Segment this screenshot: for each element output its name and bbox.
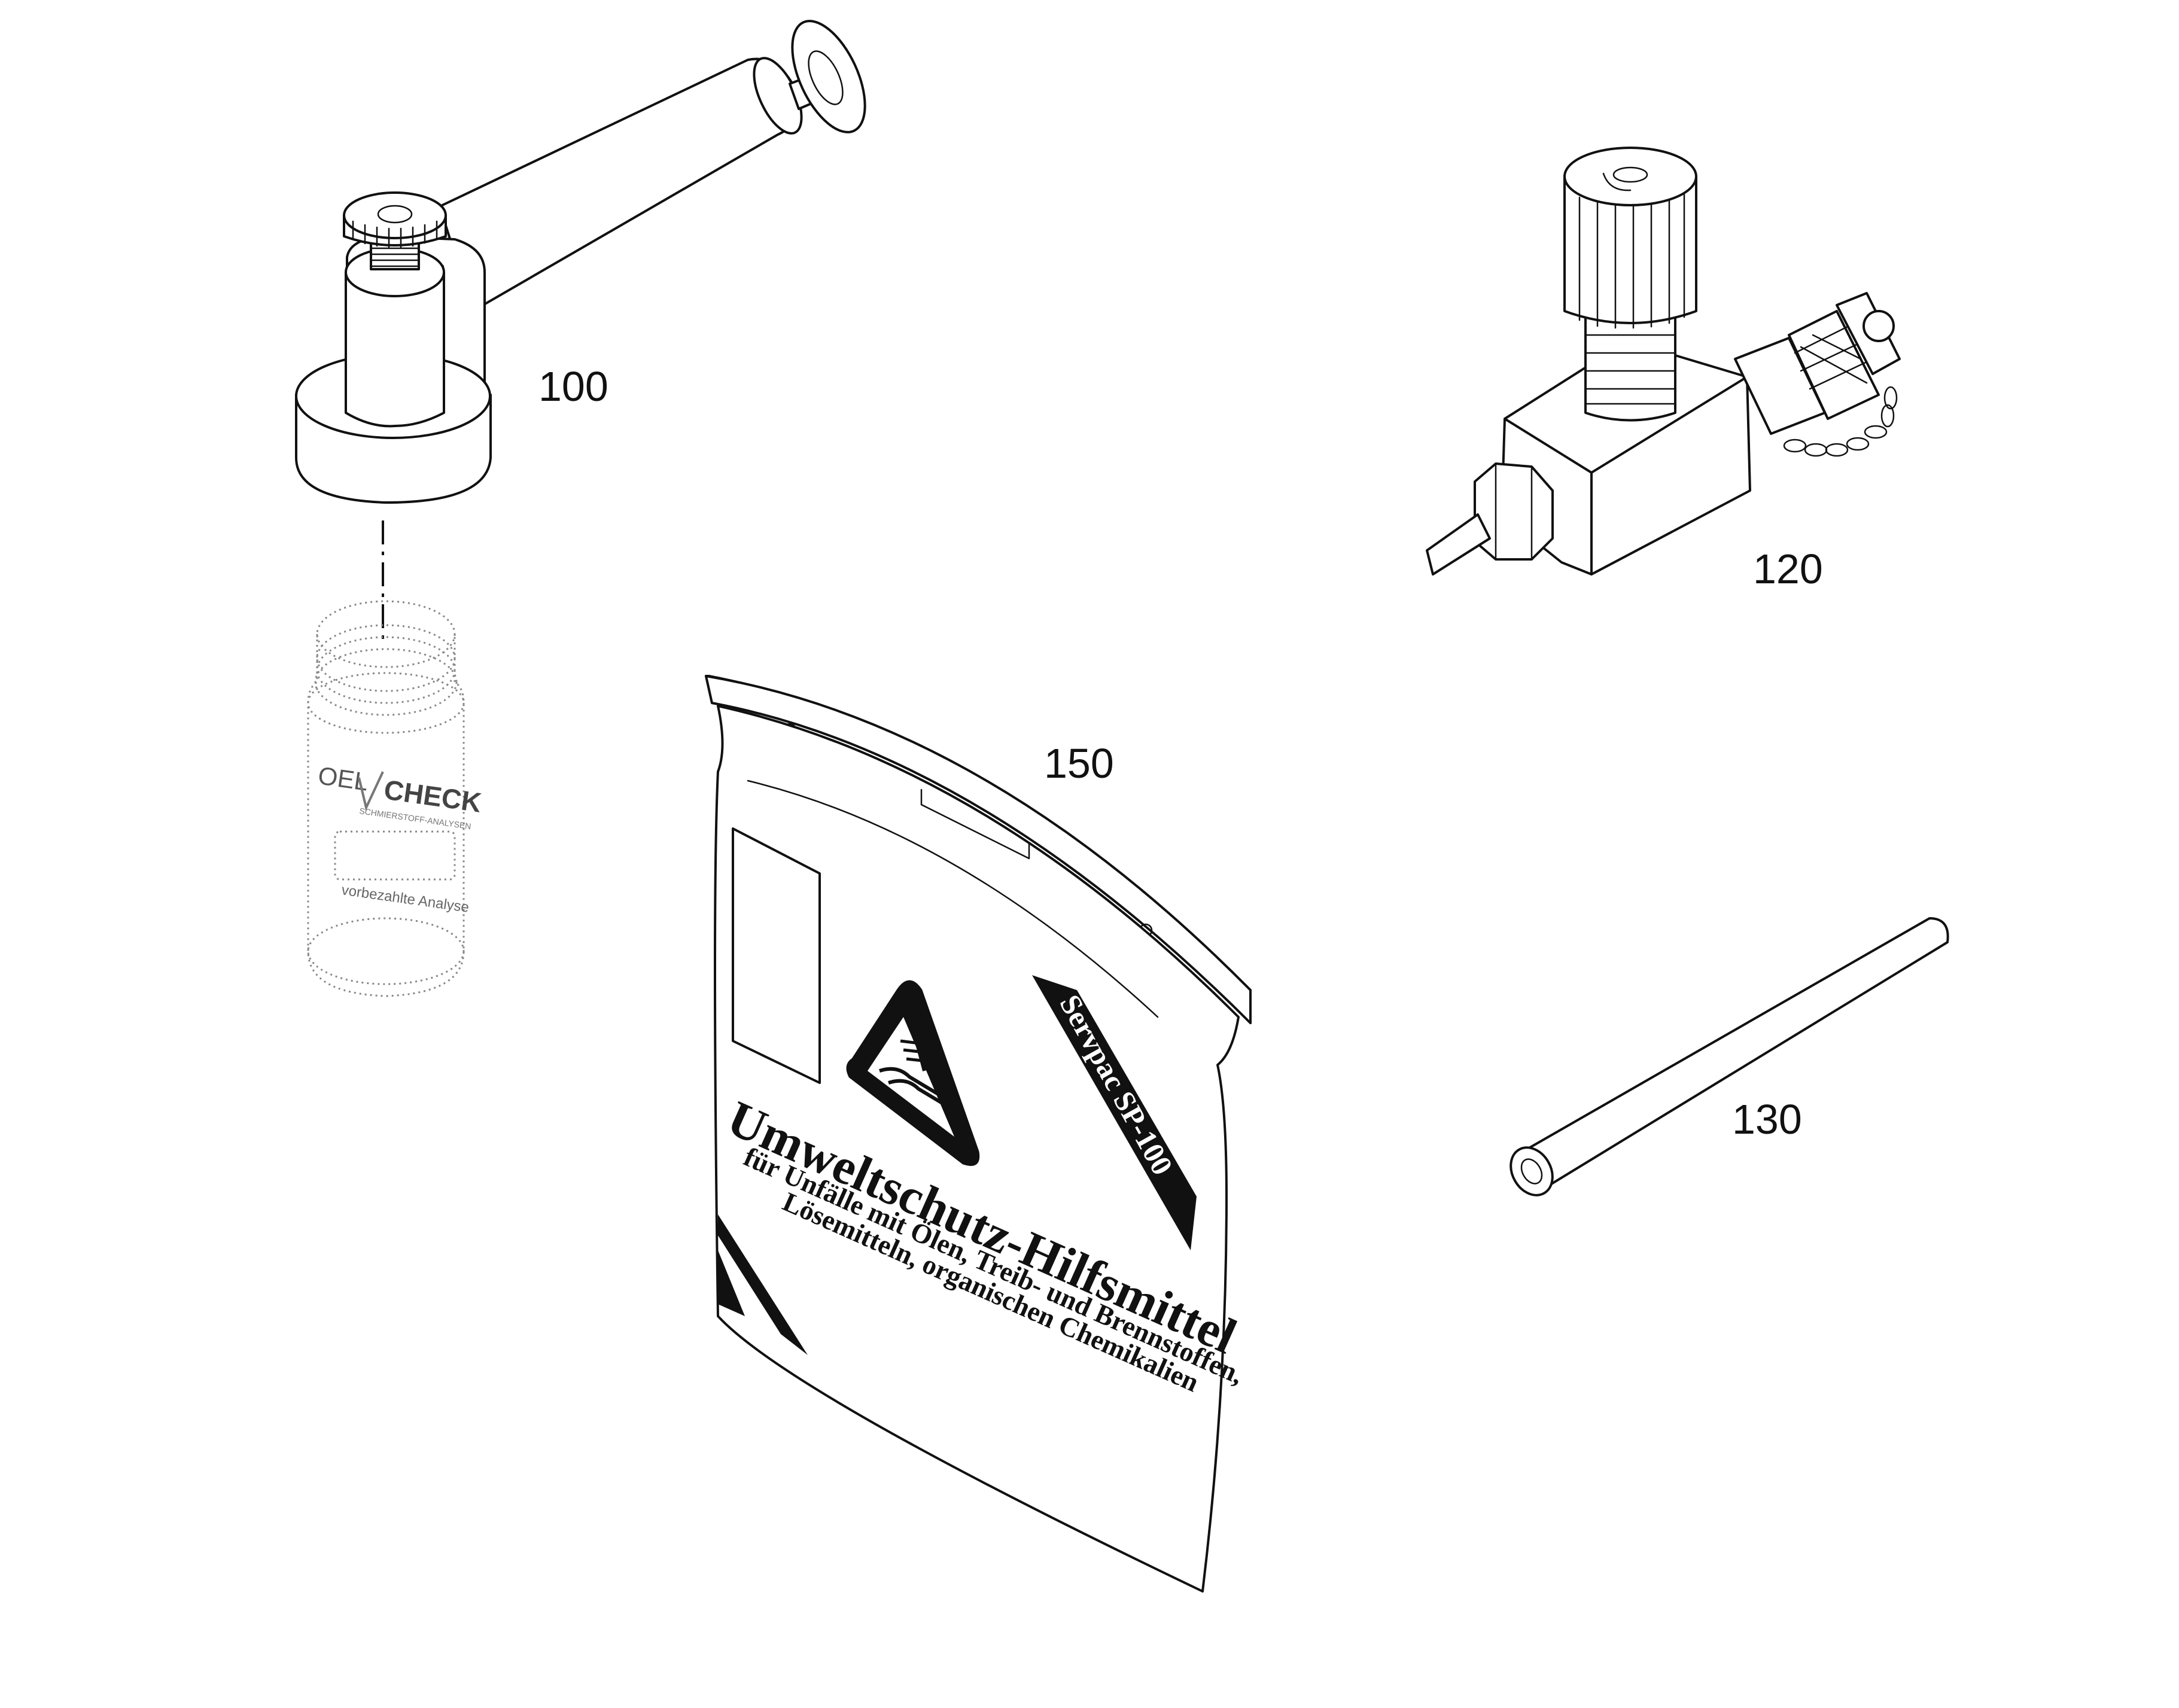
bottle-label-text: vorbezahlte Analyse	[340, 882, 470, 916]
valve-adapter-120	[1426, 147, 1901, 576]
callout-120: 120	[1753, 546, 1823, 592]
callout-150: 150	[1044, 740, 1114, 787]
sample-bottle: OEL CHECK SCHMIERSTOFF-ANALYSEN vorbezah…	[307, 600, 483, 997]
spill-kit-bag-150: Servpac SP-100 Umweltschutz-Hilfsmittel …	[705, 675, 1252, 1593]
tube-130	[1510, 917, 1949, 1196]
callout-130: 130	[1732, 1096, 1802, 1143]
callout-100: 100	[538, 363, 608, 410]
hand-pump-100	[295, 20, 866, 646]
